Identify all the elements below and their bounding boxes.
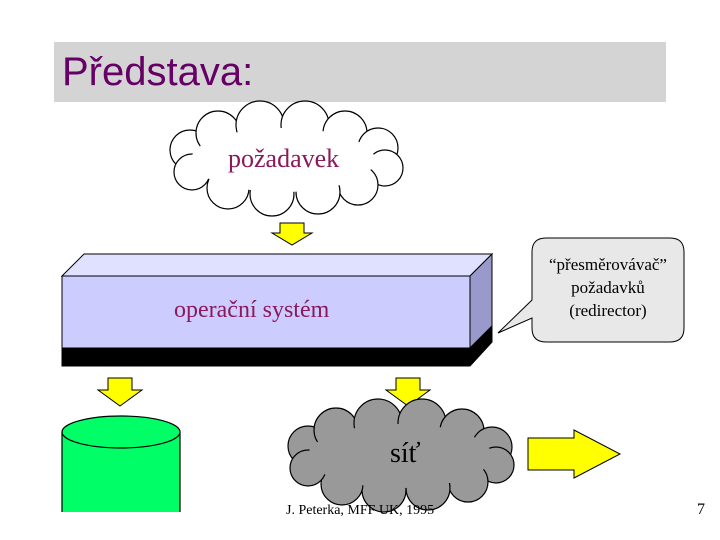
page-number: 7 [697,501,705,518]
os-box-shape [60,252,494,367]
footer-credit: J. Peterka, MFF UK, 1995 [286,503,435,518]
redirector-line-3: (redirector) [569,301,647,320]
request-cloud-shape [169,100,404,217]
disk-cylinder-shape [61,415,181,512]
os-label: operační systém [174,297,330,323]
arrow-down-disk [96,377,144,407]
arrow-down-network [384,377,432,407]
arrow-right-network [527,429,622,479]
redirector-line-2: požadavků [571,278,645,297]
request-label: požadavek [228,144,340,173]
redirector-line-1: “přesměrovávač” [549,255,667,274]
network-label: síť [390,438,421,469]
redirector-callout-text: “přesměrovávač” požadavků (redirector) [528,253,688,322]
network-cloud-shape [287,398,515,513]
redirector-callout-shape [497,237,685,343]
slide-title: Představa: [62,50,254,94]
arrow-down-request [270,222,314,246]
title-bar [54,42,666,102]
